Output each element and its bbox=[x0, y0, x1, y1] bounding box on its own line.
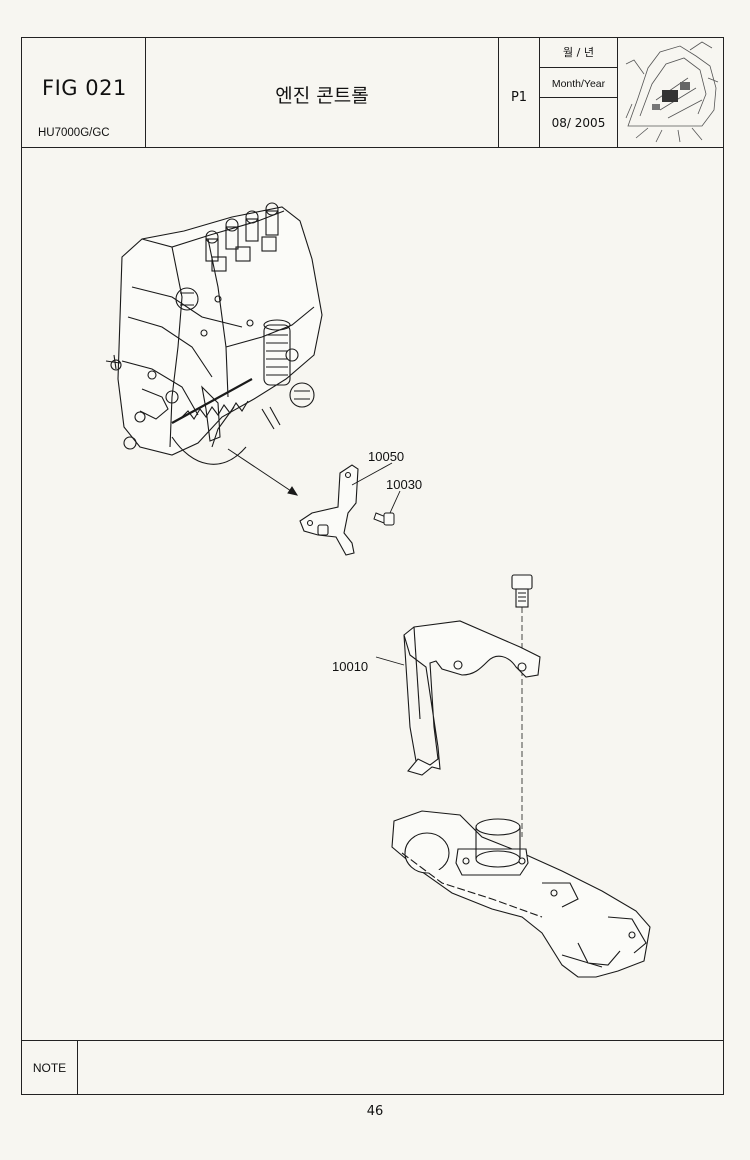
machine-thumbnail-illustration bbox=[625, 41, 719, 143]
parts-sheet: FIG 021 HU7000G/GC 엔진 콘트롤 P1 월 / 년 Month… bbox=[21, 37, 724, 1095]
leader-arrow bbox=[227, 448, 299, 496]
machine-thumbnail bbox=[618, 38, 723, 147]
leader-10010 bbox=[375, 656, 405, 666]
title-block: FIG 021 HU7000G/GC 엔진 콘트롤 P1 월 / 년 Month… bbox=[22, 38, 723, 148]
bracket-10050-illustration bbox=[299, 464, 359, 556]
note-label: NOTE bbox=[22, 1041, 78, 1095]
title-cell: 엔진 콘트롤 bbox=[146, 38, 499, 147]
page-title: 엔진 콘트롤 bbox=[275, 85, 369, 107]
figure-cell: FIG 021 HU7000G/GC bbox=[22, 38, 146, 147]
model-code: HU7000G/GC bbox=[38, 127, 110, 139]
callout-10030: 10030 bbox=[386, 477, 422, 492]
sheet-page: P1 bbox=[510, 90, 528, 105]
date-label-ko: 월 / 년 bbox=[540, 38, 617, 68]
figure-number: FIG 021 bbox=[42, 76, 127, 100]
callout-10050: 10050 bbox=[368, 449, 404, 464]
exploded-parts-diagram: 10050 10030 10010 bbox=[105, 202, 651, 978]
bolt-10030-illustration bbox=[373, 512, 395, 526]
callout-10010: 10010 bbox=[332, 659, 368, 674]
date-label-en: Month/Year bbox=[540, 68, 617, 98]
date-value: 08/ 2005 bbox=[551, 116, 606, 130]
parts-drawing-area: 10050 10030 10010 bbox=[22, 147, 723, 1040]
note-row: NOTE bbox=[22, 1040, 723, 1095]
bracket-10010-illustration bbox=[403, 620, 541, 776]
page-cell: P1 bbox=[499, 38, 540, 147]
leader-lines-top bbox=[351, 462, 401, 514]
page-number: 46 bbox=[366, 1104, 384, 1119]
bolt-top-illustration bbox=[511, 574, 533, 608]
manifold-illustration bbox=[391, 810, 651, 978]
injection-pump-illustration bbox=[105, 202, 323, 465]
date-cell: 월 / 년 Month/Year 08/ 2005 bbox=[540, 38, 618, 147]
